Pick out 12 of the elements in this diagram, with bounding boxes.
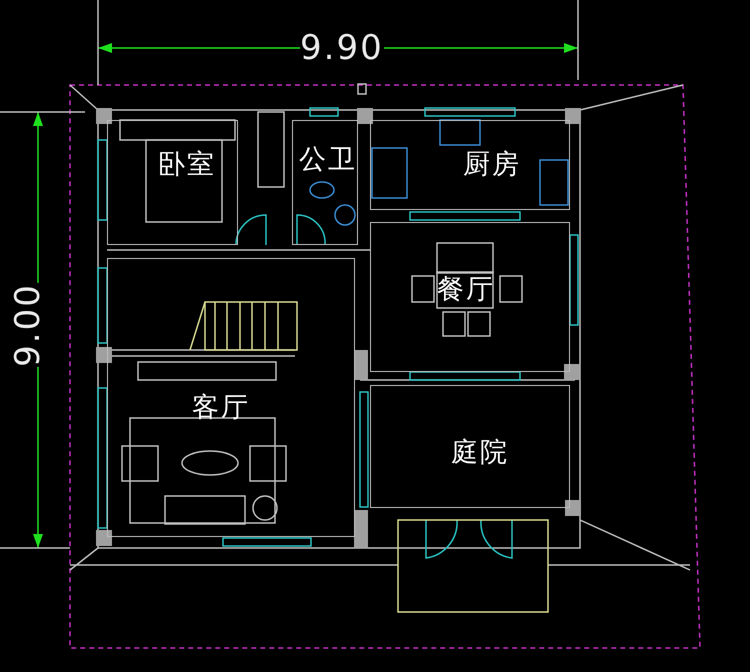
room-label: 公卫 (299, 143, 357, 177)
room-label: 客厅 (192, 391, 250, 425)
room (292, 120, 358, 245)
room-label: 庭院 (451, 436, 509, 470)
room (370, 120, 570, 210)
room (370, 385, 570, 508)
room (107, 258, 355, 537)
room (370, 222, 570, 372)
room-label: 餐厅 (437, 273, 495, 307)
room-label: 厨房 (463, 148, 521, 182)
room-label: 卧室 (158, 148, 216, 182)
room (107, 120, 238, 245)
